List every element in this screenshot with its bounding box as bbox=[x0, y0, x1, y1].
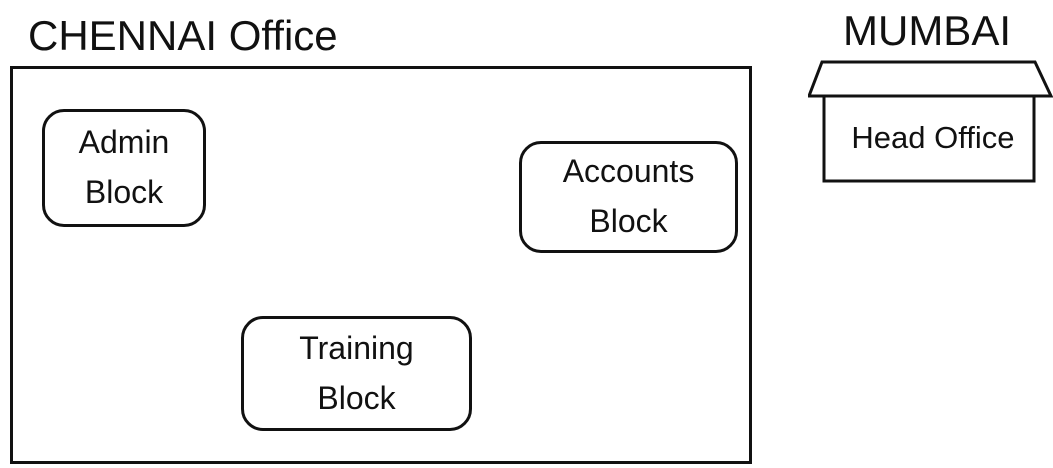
admin-block-label-line2: Block bbox=[84, 174, 164, 210]
head-office-label: Head Office bbox=[851, 120, 1015, 155]
chennai-office-title: CHENNAI Office bbox=[28, 12, 338, 59]
building-icon bbox=[808, 60, 1053, 185]
building-roof bbox=[808, 60, 1053, 98]
training-block-label-line1: Training bbox=[299, 329, 414, 366]
accounts-block-label-line2: Block bbox=[589, 203, 668, 239]
building-body bbox=[822, 94, 1036, 183]
training-block: Training Block bbox=[241, 316, 472, 431]
mumbai-title: MUMBAI bbox=[843, 7, 1011, 54]
admin-block-label-line1: Admin bbox=[78, 124, 170, 161]
admin-block: Admin Block bbox=[42, 109, 206, 227]
accounts-block: Accounts Block bbox=[519, 141, 738, 253]
accounts-block-label-line1: Accounts bbox=[562, 153, 695, 190]
training-block-label-line2: Block bbox=[317, 379, 396, 416]
